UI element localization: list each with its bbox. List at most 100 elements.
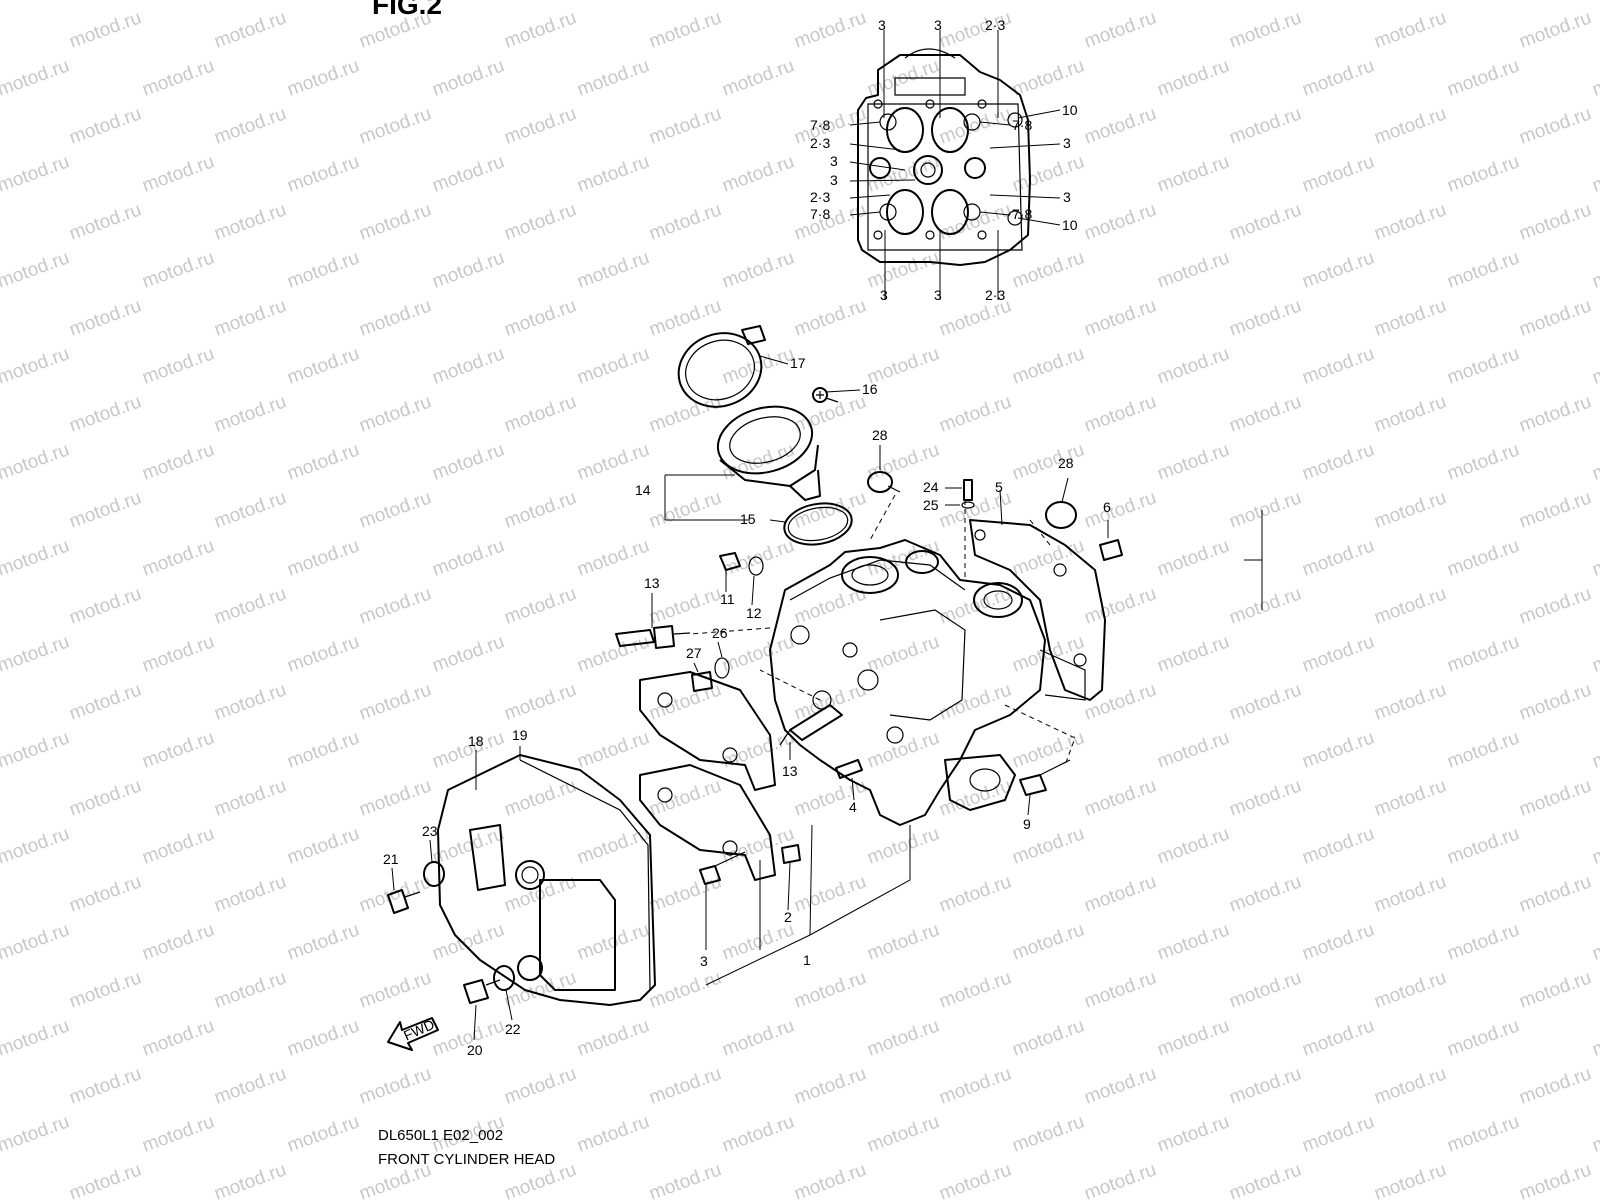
watermark-text: motod.ru: [792, 7, 870, 52]
watermark-text: motod.ru: [1300, 1111, 1378, 1156]
leader-lines: [391, 30, 1109, 1041]
watermark-text: motod.ru: [1155, 919, 1233, 964]
part-label: 1: [803, 952, 811, 968]
watermark-text: motod.ru: [1010, 535, 1088, 580]
watermark-text: motod.ru: [140, 0, 218, 5]
part-label: 17: [790, 355, 806, 371]
watermark-text: motod.ru: [1010, 1015, 1088, 1060]
watermark-text: motod.ru: [720, 151, 798, 196]
watermark-text: motod.ru: [140, 55, 218, 100]
watermark-text: motod.ru: [140, 919, 218, 964]
watermark-text: motod.ru: [430, 439, 508, 484]
part-label: 10: [1062, 102, 1078, 118]
part-label: 2·3: [985, 287, 1005, 303]
watermark-text: motod.ru: [1300, 727, 1378, 772]
watermark-text: motod.ru: [67, 967, 145, 1012]
diagram-code: DL650L1 E02_002: [378, 1127, 503, 1144]
watermark-text: motod.ru: [1227, 7, 1305, 52]
watermark-text: motod.ru: [0, 439, 72, 484]
watermark-text: motod.ru: [67, 7, 145, 52]
watermark-text: motod.ru: [792, 871, 870, 916]
watermark-text: motod.ru: [1010, 439, 1088, 484]
watermark-text: motod.ru: [285, 631, 363, 676]
part-label: 20: [467, 1042, 483, 1058]
watermark-text: motod.ru: [430, 247, 508, 292]
watermark-text: motod.ru: [357, 871, 435, 916]
watermark-text: motod.ru: [0, 727, 72, 772]
watermark-text: motod.ru: [1372, 295, 1450, 340]
watermark-text: motod.ru: [1227, 295, 1305, 340]
watermark-text: motod.ru: [1517, 487, 1595, 532]
watermark-text: motod.ru: [575, 247, 653, 292]
watermark-text: motod.ru: [1590, 535, 1600, 580]
watermark-text: motod.ru: [865, 439, 943, 484]
watermark-text: motod.ru: [720, 439, 798, 484]
watermark-text: motod.ru: [1590, 151, 1600, 196]
watermark-text: motod.ru: [0, 919, 72, 964]
part-label: 2·3: [810, 189, 830, 205]
watermark-text: motod.ru: [1082, 775, 1160, 820]
watermark-text: motod.ru: [0, 1111, 72, 1156]
watermark-text: motod.ru: [575, 151, 653, 196]
watermark-text: motod.ru: [1227, 775, 1305, 820]
watermark-text: motod.ru: [212, 1159, 290, 1200]
watermark-text: motod.ru: [1445, 727, 1523, 772]
watermark-text: motod.ru: [1372, 679, 1450, 724]
watermark-text: motod.ru: [285, 247, 363, 292]
watermark-text: motod.ru: [285, 439, 363, 484]
cam-journal-holders: [639, 671, 776, 881]
watermark-text: motod.ru: [1300, 631, 1378, 676]
watermark-text: motod.ru: [140, 823, 218, 868]
part-label: 3: [1063, 189, 1071, 205]
part-label: 24: [923, 479, 939, 495]
watermark-text: motod.ru: [575, 439, 653, 484]
watermark-text: motod.ru: [1155, 727, 1233, 772]
part-label: 7·8: [810, 206, 830, 222]
part-label: 16: [862, 381, 878, 397]
watermark-text: motod.ru: [1590, 247, 1600, 292]
part-label: 25: [923, 497, 939, 513]
watermark-text: motod.ru: [1010, 0, 1088, 5]
watermark-text: motod.ru: [937, 871, 1015, 916]
watermark-text: motod.ru: [140, 631, 218, 676]
watermark-text: motod.ru: [0, 247, 72, 292]
watermark-text: motod.ru: [0, 1015, 72, 1060]
part-label: 13: [644, 575, 660, 591]
watermark-text: motod.ru: [720, 1111, 798, 1156]
watermark-text: motod.ru: [357, 1063, 435, 1108]
watermark-text: motod.ru: [865, 247, 943, 292]
watermark-text: motod.ru: [1082, 7, 1160, 52]
watermark-text: motod.ru: [502, 295, 580, 340]
watermark-text: motod.ru: [285, 823, 363, 868]
watermark-text: motod.ru: [1517, 775, 1595, 820]
watermark-text: motod.ru: [212, 199, 290, 244]
watermark-text: motod.ru: [792, 775, 870, 820]
watermark-text: motod.ru: [1517, 967, 1595, 1012]
watermark-text: motod.ru: [1082, 103, 1160, 148]
watermark-text: motod.ru: [0, 535, 72, 580]
watermark-text: motod.ru: [140, 1111, 218, 1156]
part-label: 7·8: [1012, 206, 1032, 222]
watermark-text: motod.ru: [1372, 391, 1450, 436]
watermark-text: motod.ru: [212, 583, 290, 628]
watermark-text: motod.ru: [1517, 871, 1595, 916]
part-label: 5: [995, 479, 1003, 495]
part-label: 27: [686, 645, 702, 661]
watermark-text: motod.ru: [1227, 871, 1305, 916]
watermark-text: motod.ru: [575, 727, 653, 772]
part-number-labels: 3 3 2·3 7·8 10 2·3 7·8 3 3 3 2·3 3 7·8 7…: [383, 17, 1111, 1058]
part-label: 3: [878, 17, 886, 33]
part-label: 2: [784, 909, 792, 925]
watermark-text: motod.ru: [1010, 1111, 1088, 1156]
watermark-text: motod.ru: [865, 919, 943, 964]
watermark-text: motod.ru: [1300, 55, 1378, 100]
watermark-text: motod.ru: [1300, 343, 1378, 388]
watermark-text: motod.ru: [1010, 727, 1088, 772]
watermark-text: motod.ru: [357, 295, 435, 340]
part-label: 22: [505, 1021, 521, 1037]
watermark-text: motod.ru: [937, 199, 1015, 244]
watermark-text: motod.ru: [430, 919, 508, 964]
watermark-text: motod.ru: [1517, 103, 1595, 148]
watermark-text: motod.ru: [1445, 247, 1523, 292]
